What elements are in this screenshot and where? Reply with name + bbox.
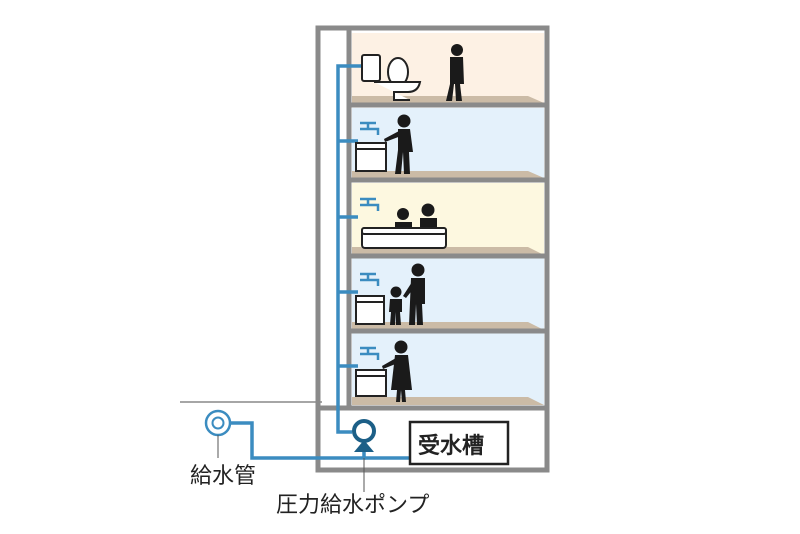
person-washing-icon <box>384 114 413 174</box>
toilet-icon <box>361 54 422 101</box>
receiving-tank-box <box>408 420 510 466</box>
woman-washing-icon <box>382 340 412 402</box>
main-pipe-label: 給水管 <box>190 464 257 489</box>
adult-with-child-icon <box>389 263 425 325</box>
pressure-pump-label: 圧力給水ポンプ <box>276 493 430 518</box>
washbasin-icon <box>355 142 387 172</box>
washbasin-icon <box>355 369 387 397</box>
receiving-tank-label: 受水槽 <box>418 434 485 459</box>
floor-room-5 <box>352 33 544 103</box>
water-meter-icon <box>204 409 232 458</box>
floor-rooms <box>352 33 544 405</box>
bathtub-icon <box>361 227 447 249</box>
pump-icon <box>352 419 376 492</box>
riser-pipe <box>336 64 362 434</box>
person-standing-icon <box>446 44 464 101</box>
water-pipes <box>228 64 410 460</box>
main-pipe-route <box>228 421 366 460</box>
washbasin-icon <box>355 295 385 325</box>
building-frame <box>315 25 550 473</box>
